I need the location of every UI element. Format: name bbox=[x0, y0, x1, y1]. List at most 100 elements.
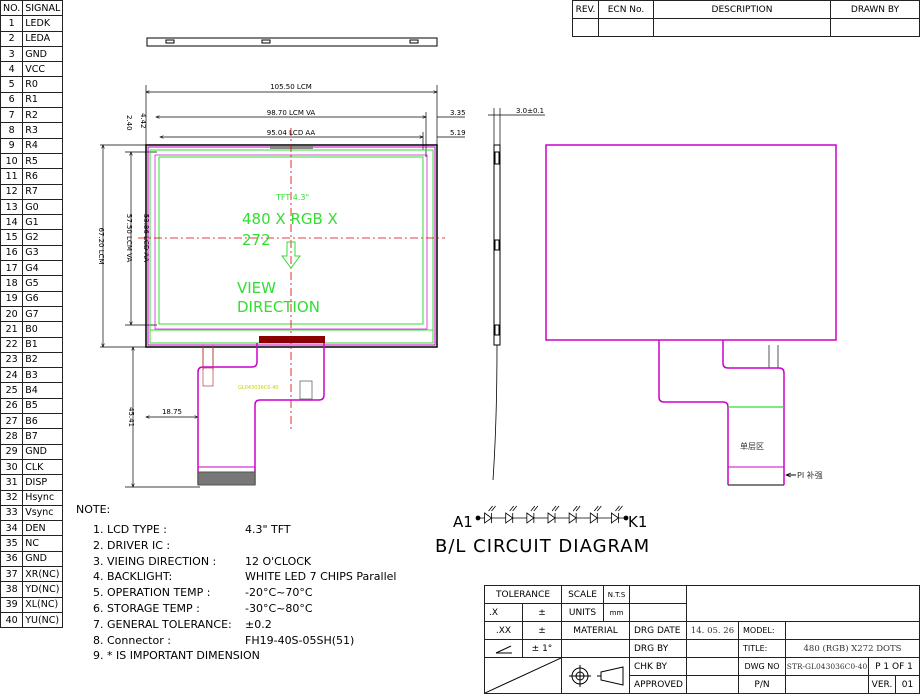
pin-signal: CLK bbox=[22, 458, 64, 476]
pin-table-header: NO. SIGNAL bbox=[0, 0, 64, 17]
pin-signal: G3 bbox=[22, 244, 64, 262]
notes-heading: NOTE: bbox=[76, 503, 111, 516]
angle-icon bbox=[484, 639, 523, 658]
page-indicator: P 1 OF 1 bbox=[868, 657, 920, 676]
side-view bbox=[492, 144, 501, 481]
tol-xx-label: .XX bbox=[484, 621, 523, 640]
pin-number: 11 bbox=[0, 168, 24, 185]
drg-by-value bbox=[686, 639, 739, 658]
dim-fpc-length: 45.41 bbox=[127, 407, 135, 427]
pin-signal: LEDA bbox=[22, 30, 64, 47]
note-value: FH19-40S-05SH(51) bbox=[245, 633, 355, 647]
dim-va-height: 57.50 LCM VA bbox=[125, 214, 133, 263]
dim-lcm-height: 67.20 LCM bbox=[97, 227, 105, 264]
pin-number: 25 bbox=[0, 382, 24, 399]
rev-cell bbox=[572, 18, 599, 37]
pin-signal: G4 bbox=[22, 260, 64, 277]
note-label: 1. LCD TYPE : bbox=[93, 523, 167, 536]
note-value: 4.3" TFT bbox=[245, 523, 291, 536]
pin-number: 40 bbox=[0, 611, 24, 629]
panel-type-label: TFT 4.3" bbox=[275, 193, 309, 202]
ecn-cell bbox=[598, 18, 654, 37]
pin-signal: R6 bbox=[22, 168, 64, 185]
blank-cell bbox=[629, 585, 687, 604]
rear-view bbox=[545, 144, 837, 486]
pn-value bbox=[785, 675, 869, 694]
tol-x-label: .X bbox=[484, 603, 523, 622]
pin-number: 20 bbox=[0, 305, 24, 323]
blank-cell bbox=[561, 639, 630, 658]
pin-number: 5 bbox=[0, 76, 24, 93]
pin-number: 8 bbox=[0, 122, 24, 139]
fpc-connector bbox=[259, 336, 325, 343]
pin-signal: XL(NC) bbox=[22, 596, 64, 613]
dim-fpc-offset: 18.75 bbox=[162, 408, 182, 416]
pin-signal: R2 bbox=[22, 107, 64, 124]
single-layer-label: 单层区 bbox=[740, 441, 764, 451]
pin-signal: G2 bbox=[22, 229, 64, 246]
pin-signal: Hsync bbox=[22, 489, 64, 506]
approved-value bbox=[686, 675, 739, 694]
pin-number: 13 bbox=[0, 198, 24, 216]
pin-number: 15 bbox=[0, 229, 24, 246]
panel-resolution-2: 272 bbox=[242, 231, 271, 249]
chk-by-label: CHK BY bbox=[629, 657, 687, 676]
header-no: NO. bbox=[0, 0, 24, 17]
pin-number: 27 bbox=[0, 413, 24, 430]
pin-signal: XR(NC) bbox=[22, 565, 64, 583]
pin-signal: YD(NC) bbox=[22, 581, 64, 598]
dim-va-width: 98.70 LCM VA bbox=[267, 109, 316, 117]
dim-thickness: 3.0±0.1 bbox=[516, 107, 544, 115]
led-diode-icon bbox=[526, 505, 539, 524]
pin-signal: R5 bbox=[22, 152, 64, 170]
pin-signal: G1 bbox=[22, 214, 64, 231]
note-label: 4. BACKLIGHT: bbox=[93, 570, 173, 584]
pin-number: 17 bbox=[0, 260, 24, 277]
pin-signal: R1 bbox=[22, 91, 64, 109]
title-label: TITLE: bbox=[738, 639, 786, 658]
backlight-circuit: A1 K1 B/L CIRCUIT DIAGRAM bbox=[435, 505, 650, 557]
pin-number: 34 bbox=[0, 520, 24, 537]
ver-value: 01 bbox=[895, 675, 920, 694]
pin-number: 14 bbox=[0, 214, 24, 231]
ver-label: VER. bbox=[868, 675, 896, 694]
material-label: MATERIAL bbox=[561, 621, 630, 640]
drg-date-value: 14. 05. 26 bbox=[686, 621, 739, 640]
pin-number: 21 bbox=[0, 321, 24, 338]
chk-by-value bbox=[686, 657, 739, 676]
stiffener-label: PI 补强 bbox=[797, 470, 823, 480]
drg-date-label: DRG DATE bbox=[629, 621, 687, 640]
rev-header: REV. bbox=[572, 0, 599, 19]
note-label: 5. OPERATION TEMP : bbox=[93, 586, 211, 600]
front-view bbox=[138, 128, 445, 432]
pin-number: 19 bbox=[0, 290, 24, 307]
pin-signal: DEN bbox=[22, 520, 64, 537]
pin-signal: B2 bbox=[22, 351, 64, 369]
pin-signal: LEDK bbox=[22, 15, 64, 32]
note-label: 8. Connector : bbox=[93, 633, 171, 647]
pin-signal: R0 bbox=[22, 76, 64, 93]
pin-signal: Vsync bbox=[22, 504, 64, 522]
note-label: 3. VIEING DIRECTION : bbox=[93, 554, 217, 568]
note-value: -20°C~70°C bbox=[245, 586, 313, 600]
bl-circuit-title: B/L CIRCUIT DIAGRAM bbox=[435, 536, 650, 557]
pin-number: 29 bbox=[0, 443, 24, 460]
led-diode-icon bbox=[568, 505, 581, 524]
pin-signal: R3 bbox=[22, 122, 64, 139]
